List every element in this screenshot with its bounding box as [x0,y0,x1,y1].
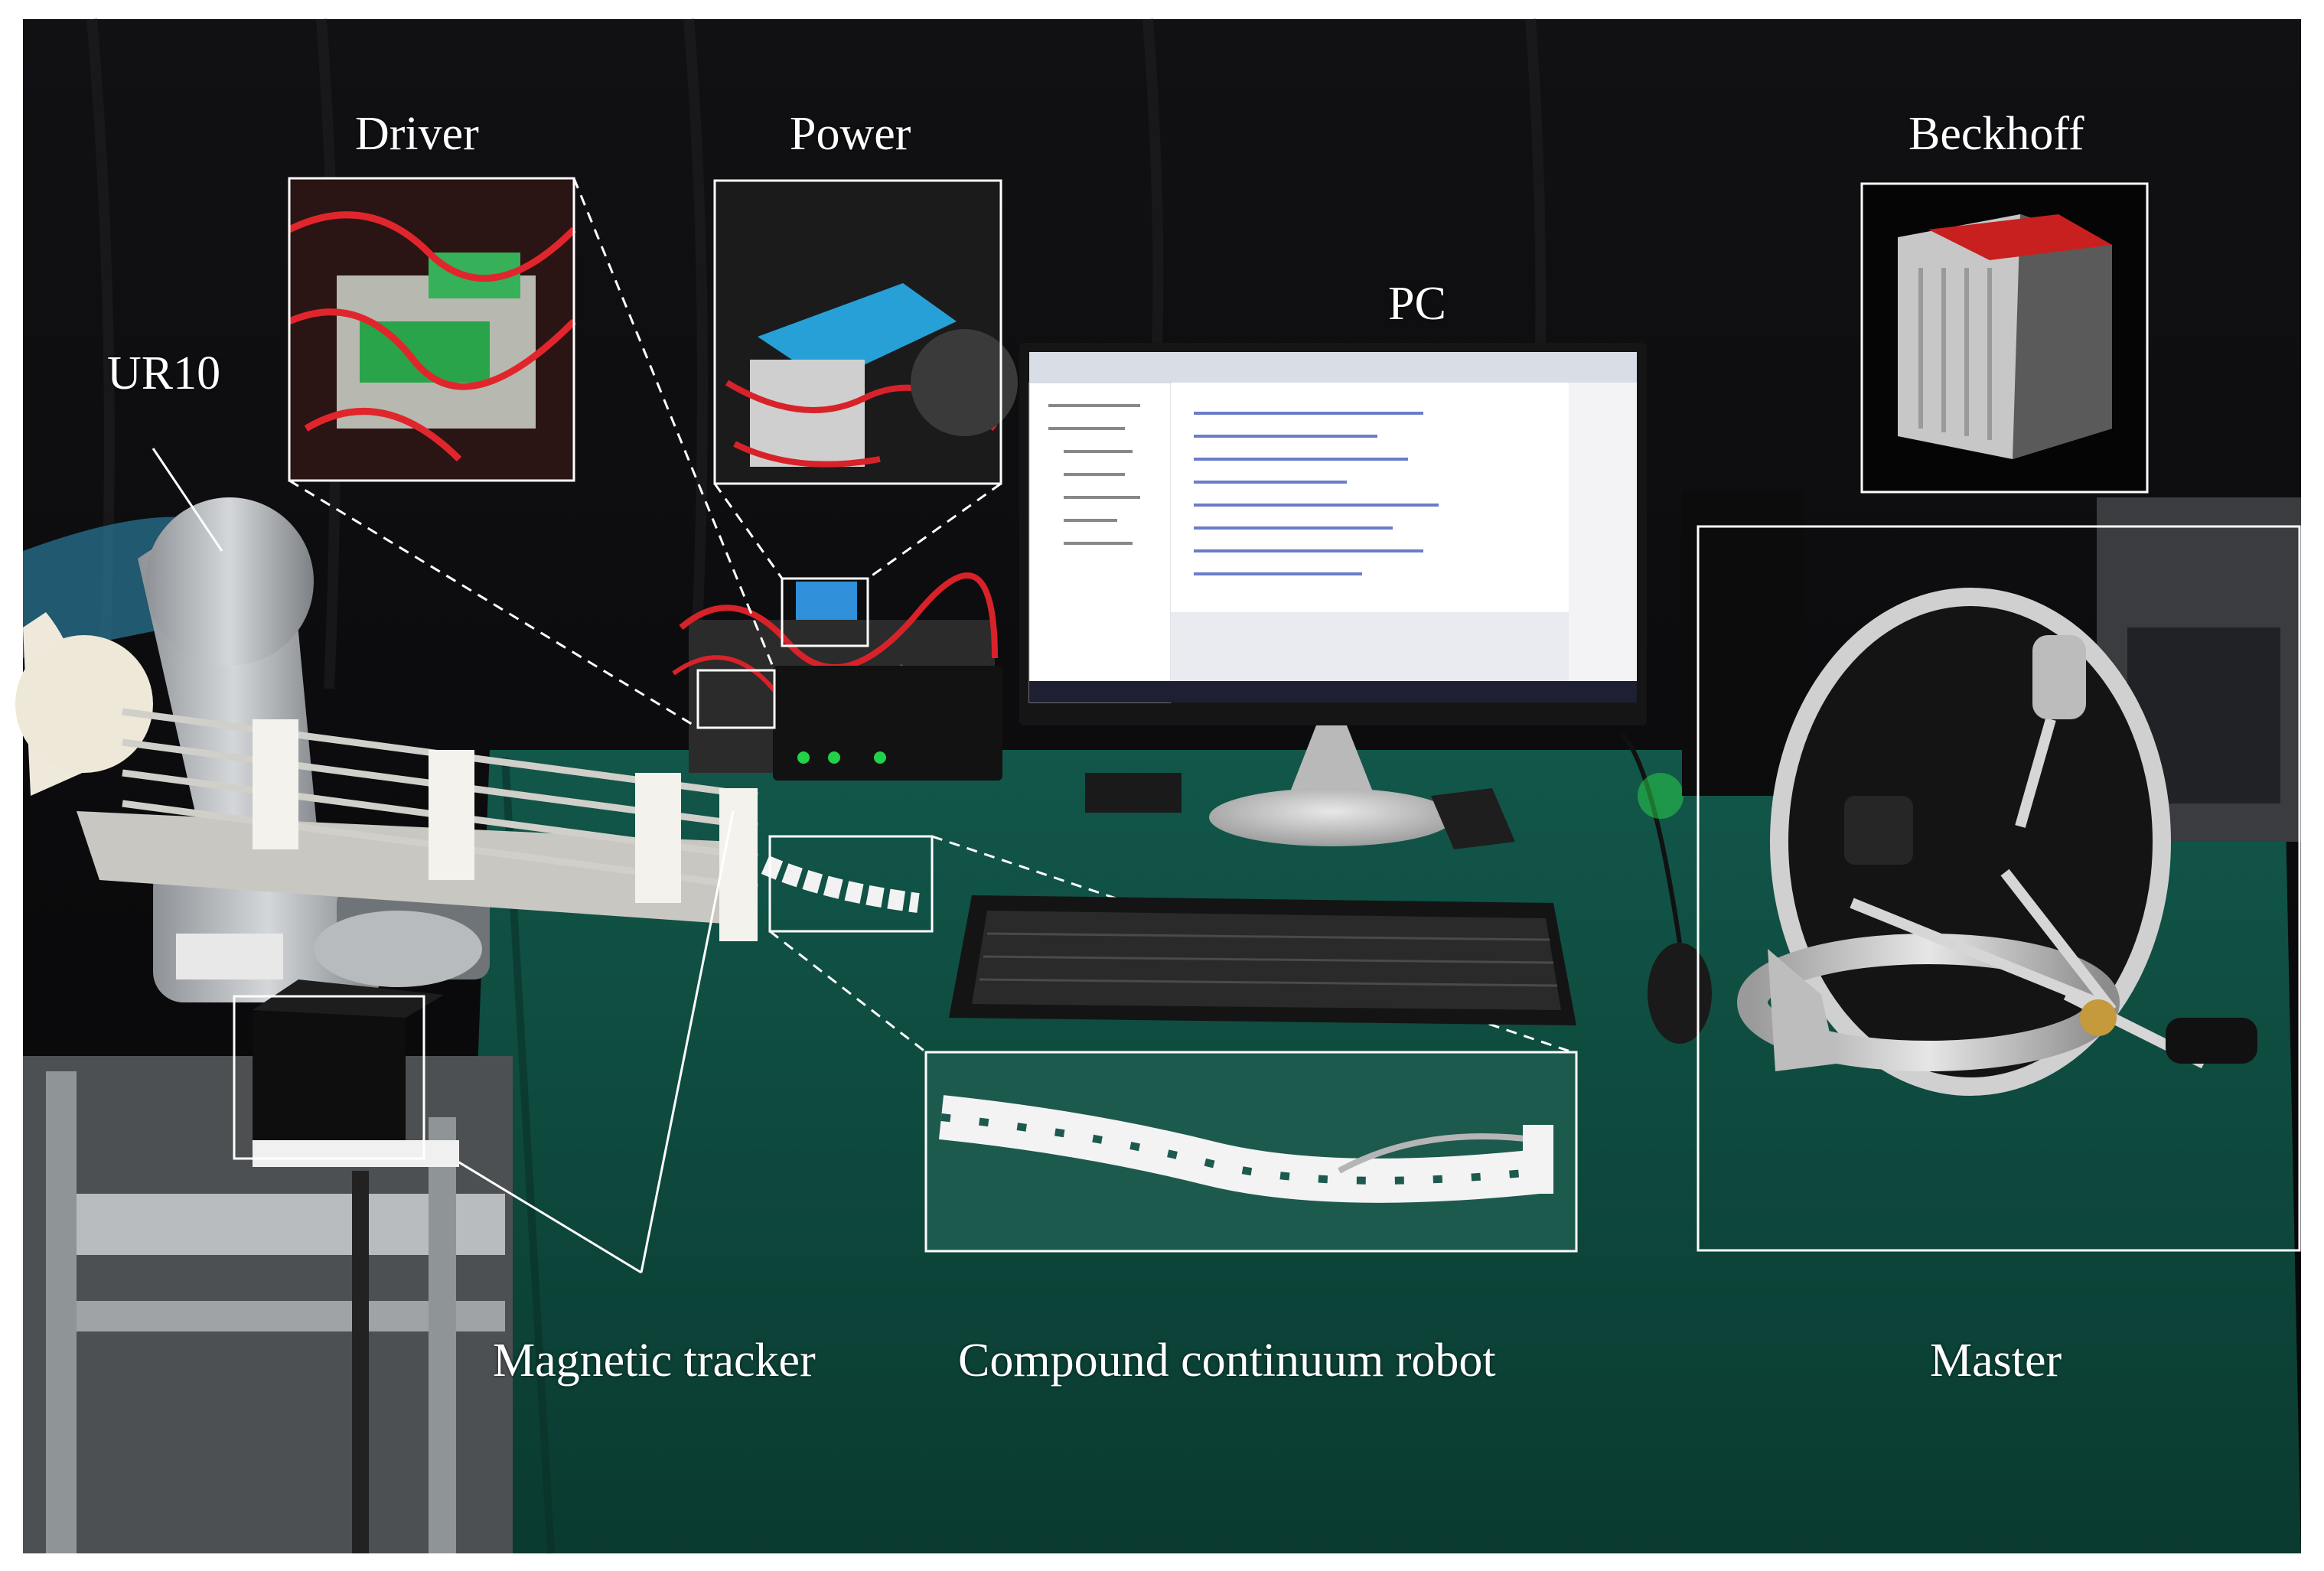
label-magnetic-tracker: Magnetic tracker [493,1335,816,1387]
beckhoff-tower [1682,490,1804,796]
pc-monitor [1019,343,1647,846]
label-beckhoff: Beckhoff [1908,108,2084,160]
label-driver: Driver [355,108,479,160]
continuum-robot-inset [924,1051,1578,1253]
label-master: Master [1930,1335,2062,1387]
interface-box [1085,773,1182,813]
driver-highlight-box [696,669,776,729]
label-pc: PC [1388,278,1446,330]
tip-highlight-box [768,835,934,933]
beckhoff-inset [1860,182,2149,494]
master-haptic-device [1737,497,2301,1096]
label-compound-continuum-robot: Compound continuum robot [958,1335,1496,1387]
ur10-pointer-line [152,448,223,552]
master-highlight-box [1697,525,2301,1252]
power-highlight-box [781,577,869,647]
label-power: Power [790,108,911,160]
mouse [1648,943,1712,1044]
keyboard [949,895,1576,1025]
compound-continuum-robot-frame [15,612,920,941]
magnetic-tracker-device [233,979,459,1553]
power-inset [713,179,1018,485]
driver-inset [288,177,577,482]
tracker-pointer-line [640,810,735,1273]
label-ur10: UR10 [107,347,221,399]
